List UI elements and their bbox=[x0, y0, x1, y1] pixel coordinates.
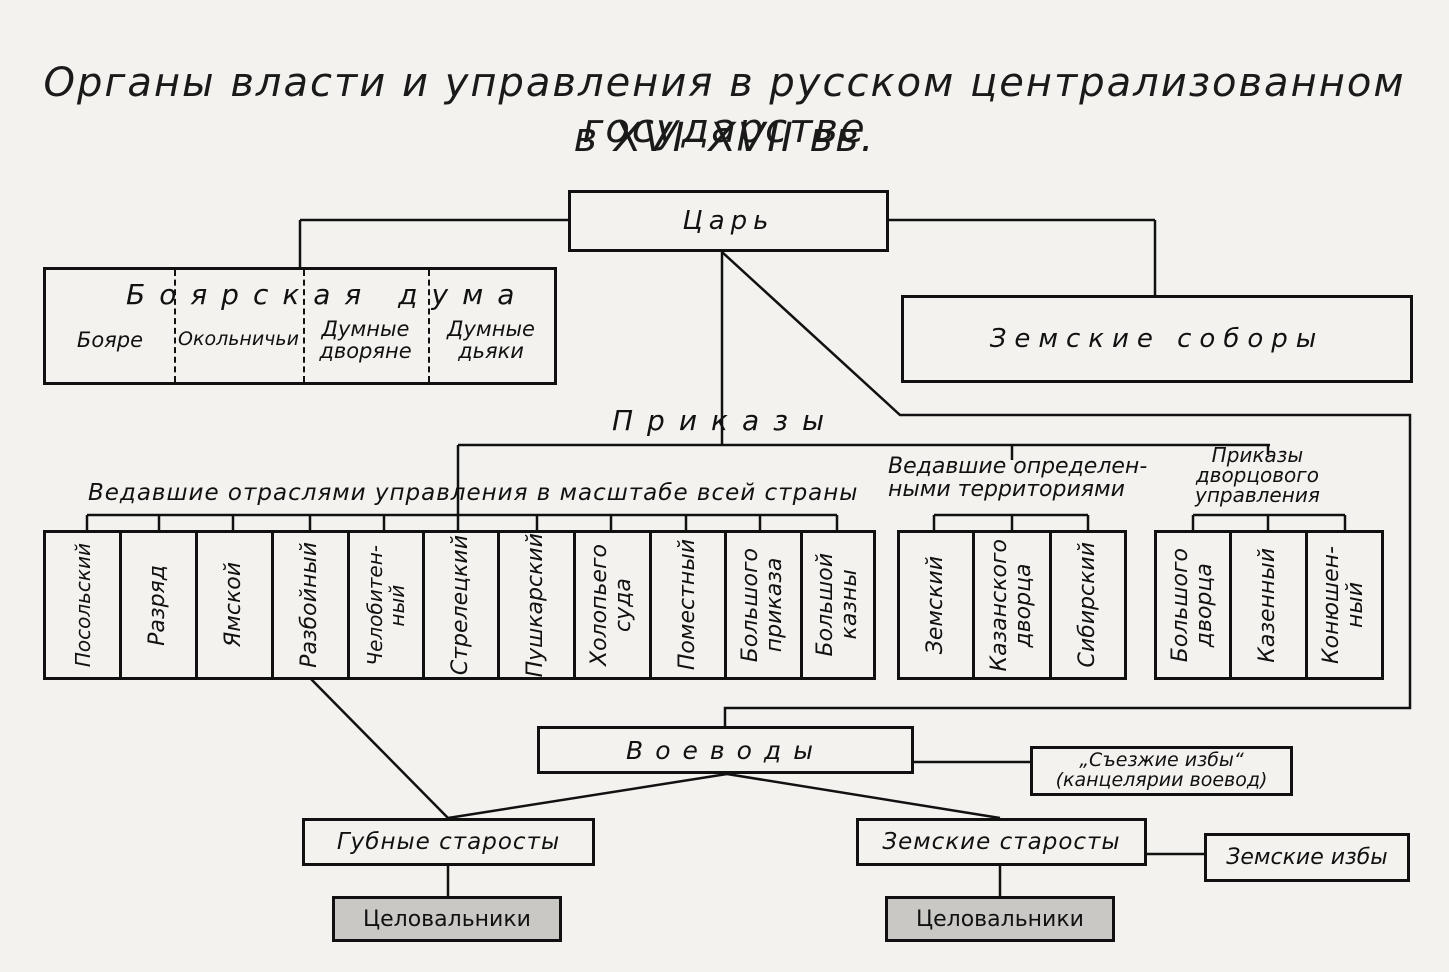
duma-member-okolnichi: Окольничьи bbox=[178, 328, 299, 351]
diagram-title-line-1: Органы власти и управления в русском цен… bbox=[43, 60, 1406, 152]
prikaz-kazanskogo-dvortsa: Казанского дворца bbox=[986, 538, 1036, 672]
prikaz-cell: Разряд bbox=[122, 533, 198, 677]
prikaz-bolshogo-prikaza: Большого приказа bbox=[738, 547, 788, 663]
tselovalniki-right-box: Целовальники bbox=[885, 896, 1115, 942]
prikaz-pushkarsky: Пушкарский bbox=[523, 532, 549, 678]
prikaz-cell: Казенный bbox=[1232, 533, 1308, 677]
group-1-heading: Ведавшие отраслями управления в масштабе… bbox=[88, 480, 859, 506]
line-voevody-zemskie bbox=[726, 772, 1001, 820]
duma-divider-2 bbox=[303, 270, 305, 382]
prikazy-group-2-box: Земский Казанского дворца Сибирский bbox=[897, 530, 1127, 680]
prikazy-group-3-box: Большого дворца Казенный Конюшен- ный bbox=[1154, 530, 1384, 680]
prikaz-cell: Ямской bbox=[198, 533, 274, 677]
prikaz-cell: Разбойный bbox=[274, 533, 350, 677]
tsar-label: Царь bbox=[682, 206, 775, 236]
duma-divider-3 bbox=[428, 270, 430, 382]
line-voevody-gubnye bbox=[447, 772, 728, 820]
prikaz-razboiny: Разбойный bbox=[297, 542, 323, 668]
group-3-heading: Приказы дворцового управления bbox=[1195, 443, 1320, 507]
voevody-label: Воеводы bbox=[626, 735, 825, 765]
group-2-heading: Ведавшие определен- ными территориями bbox=[888, 454, 1148, 503]
prikaz-konyushenny: Конюшен- ный bbox=[1319, 546, 1369, 664]
prikazy-title: Приказы bbox=[612, 404, 839, 437]
prikaz-cell: Посольский bbox=[46, 533, 122, 677]
zemskie-starosty-box: Земские старосты bbox=[856, 818, 1147, 866]
s-ezzhie-izby-label: „Съезжие избы“ (канцелярии воевод) bbox=[1055, 749, 1268, 791]
prikaz-cell: Земский bbox=[900, 533, 975, 677]
duma-member-dumnye-dvoryane: Думные дворяне bbox=[319, 316, 412, 363]
zemskie-izby-label: Земские избы bbox=[1226, 845, 1388, 870]
zemskie-sobory-label: Земские соборы bbox=[989, 324, 1325, 354]
boyar-duma-box: Боярская дума Бояре Окольничьи Думные дв… bbox=[43, 267, 557, 385]
duma-divider-1 bbox=[174, 270, 176, 382]
prikaz-cell: Большого дворца bbox=[1157, 533, 1232, 677]
prikaz-kazenny: Казенный bbox=[1255, 547, 1281, 663]
tselovalniki-left-box: Целовальники bbox=[332, 896, 562, 942]
prikaz-streletsky: Стрелецкий bbox=[447, 534, 473, 676]
prikaz-cell: Пушкарский bbox=[500, 533, 576, 677]
prikaz-cell: Сибирский bbox=[1052, 533, 1124, 677]
tselovalniki-left-label: Целовальники bbox=[363, 906, 531, 932]
prikaz-cell: Казанского дворца bbox=[975, 533, 1052, 677]
line-tsar-voevody bbox=[721, 251, 1412, 728]
zemskie-starosty-label: Земские старосты bbox=[882, 829, 1121, 855]
prikaz-bolshoi-kazny: Большой казны bbox=[812, 553, 862, 657]
line-razboinyi-gubnye bbox=[309, 677, 449, 819]
prikaz-sibirsky: Сибирский bbox=[1074, 542, 1100, 668]
prikaz-chelobitenny: Челобитен- ный bbox=[363, 544, 409, 666]
prikaz-cell: Конюшен- ный bbox=[1308, 533, 1381, 677]
prikaz-cell: Стрелецкий bbox=[425, 533, 500, 677]
zemskie-sobory-box: Земские соборы bbox=[901, 295, 1413, 383]
boyar-duma-title: Боярская дума bbox=[126, 278, 529, 311]
prikaz-posolsky: Посольский bbox=[70, 542, 95, 668]
prikaz-zemsky: Земский bbox=[922, 555, 948, 655]
duma-member-dumnye-dyaki: Думные дьяки bbox=[447, 316, 535, 363]
prikaz-cell: Холопьего суда bbox=[576, 533, 652, 677]
s-ezzhie-izby-box: „Съезжие избы“ (канцелярии воевод) bbox=[1030, 746, 1293, 796]
gubnye-starosty-label: Губные старосты bbox=[336, 829, 561, 855]
prikaz-cell: Поместный bbox=[652, 533, 727, 677]
prikaz-cell: Челобитен- ный bbox=[350, 533, 425, 677]
diagram-title-line-2: в XVI–XVII вв. bbox=[573, 115, 876, 161]
voevody-box: Воеводы bbox=[537, 726, 914, 774]
gubnye-starosty-box: Губные старосты bbox=[302, 818, 595, 866]
tselovalniki-right-label: Целовальники bbox=[916, 906, 1084, 932]
prikaz-cell: Большой казны bbox=[803, 533, 873, 677]
prikaz-kholopyego-suda: Холопьего суда bbox=[587, 544, 637, 666]
prikaz-yamskoy: Ямской bbox=[221, 562, 247, 648]
prikaz-bolshogo-dvortsa: Большого дворца bbox=[1167, 547, 1217, 663]
tsar-box: Царь bbox=[568, 190, 889, 252]
prikazy-group-1-box: Посольский Разряд Ямской Разбойный Челоб… bbox=[43, 530, 876, 680]
prikaz-pomestny: Поместный bbox=[674, 539, 700, 671]
prikaz-cell: Большого приказа bbox=[727, 533, 803, 677]
prikaz-razryad: Разряд bbox=[145, 564, 171, 646]
duma-member-boyare: Бояре bbox=[76, 327, 144, 352]
zemskie-izby-box: Земские избы bbox=[1204, 833, 1410, 882]
